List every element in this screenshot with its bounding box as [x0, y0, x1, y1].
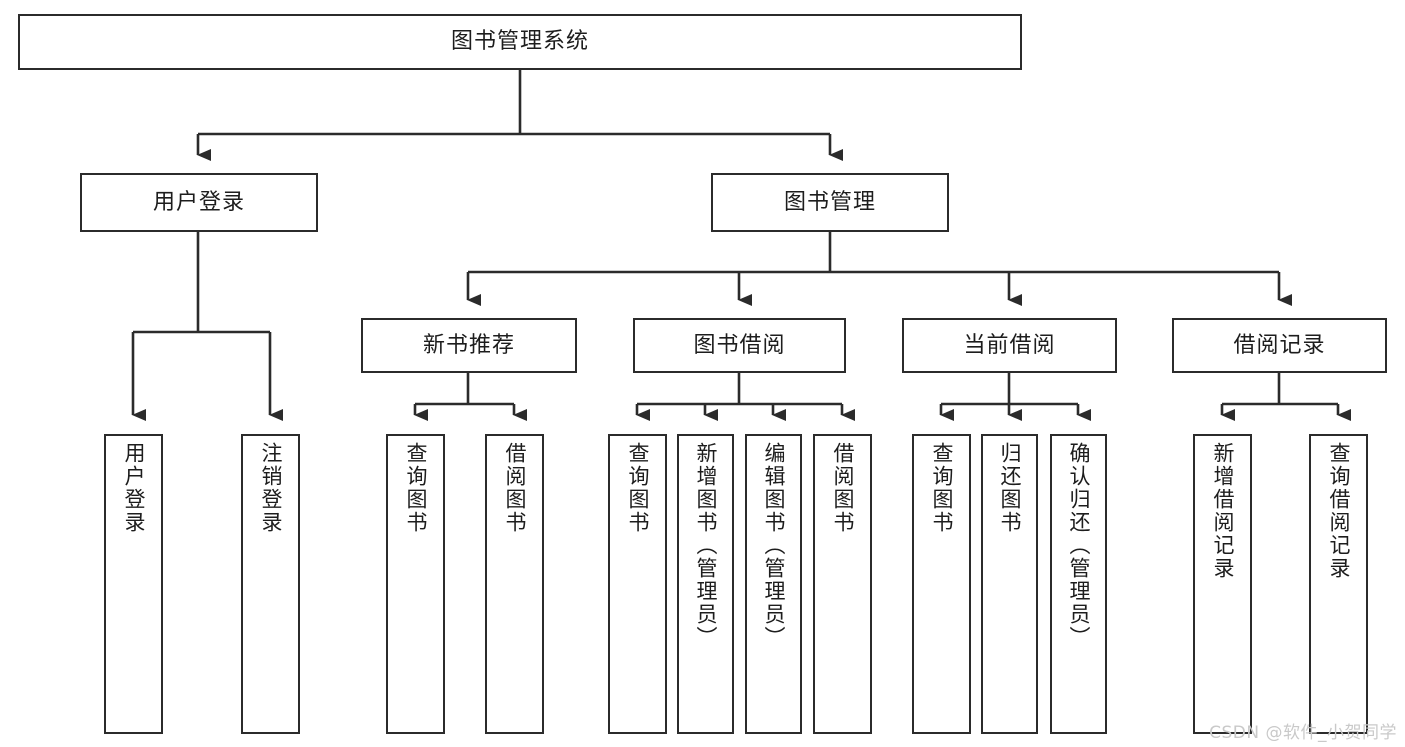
node-borrowing-record[interactable]: 借阅记录: [1172, 318, 1387, 373]
node-label: 借阅记录: [1233, 332, 1326, 358]
leaf-borrow-book-recommendation[interactable]: 借阅图书: [485, 434, 544, 734]
node-label: 借阅图书: [503, 442, 527, 534]
leaf-query-book-current[interactable]: 查询图书: [912, 434, 971, 734]
node-label: 用户登录: [152, 189, 245, 215]
node-label: 查询图书: [626, 442, 650, 534]
node-label: 借阅图书: [831, 442, 855, 534]
node-label: 归还图书: [998, 442, 1022, 534]
leaf-add-book-admin[interactable]: 新增图书（管理员）: [677, 434, 734, 734]
node-label: 查询图书: [930, 442, 954, 534]
node-book-management[interactable]: 图书管理: [711, 173, 949, 232]
node-label: 当前借阅: [963, 332, 1056, 358]
node-label: 确认归还（管理员）: [1067, 442, 1091, 649]
node-label: 新增借阅记录: [1211, 442, 1235, 580]
node-label: 注销登录: [259, 442, 283, 534]
node-new-book-recommendation[interactable]: 新书推荐: [361, 318, 577, 373]
leaf-user-login[interactable]: 用户登录: [104, 434, 163, 734]
leaf-query-borrowing-record[interactable]: 查询借阅记录: [1309, 434, 1368, 734]
node-label: 图书借阅: [693, 332, 786, 358]
leaf-user-logout[interactable]: 注销登录: [241, 434, 300, 734]
node-label: 用户登录: [122, 442, 146, 534]
node-label: 查询借阅记录: [1327, 442, 1351, 580]
node-label: 新增图书（管理员）: [694, 442, 718, 649]
node-label: 查询图书: [404, 442, 428, 534]
node-label: 编辑图书（管理员）: [762, 442, 786, 649]
node-root-book-management-system[interactable]: 图书管理系统: [18, 14, 1022, 70]
node-book-borrowing[interactable]: 图书借阅: [633, 318, 846, 373]
node-current-borrowing[interactable]: 当前借阅: [902, 318, 1117, 373]
leaf-confirm-return-admin[interactable]: 确认归还（管理员）: [1050, 434, 1107, 734]
node-label: 新书推荐: [422, 332, 515, 358]
leaf-query-book-borrowing[interactable]: 查询图书: [608, 434, 667, 734]
leaf-query-book-recommendation[interactable]: 查询图书: [386, 434, 445, 734]
leaf-edit-book-admin[interactable]: 编辑图书（管理员）: [745, 434, 802, 734]
leaf-return-book[interactable]: 归还图书: [981, 434, 1038, 734]
node-label: 图书管理: [783, 189, 876, 215]
leaf-add-borrowing-record[interactable]: 新增借阅记录: [1193, 434, 1252, 734]
csdn-watermark: CSDN @软件_小贺同学: [1209, 723, 1397, 743]
leaf-borrow-book-borrowing[interactable]: 借阅图书: [813, 434, 872, 734]
node-label: 图书管理系统: [450, 29, 589, 55]
node-user-login[interactable]: 用户登录: [80, 173, 318, 232]
